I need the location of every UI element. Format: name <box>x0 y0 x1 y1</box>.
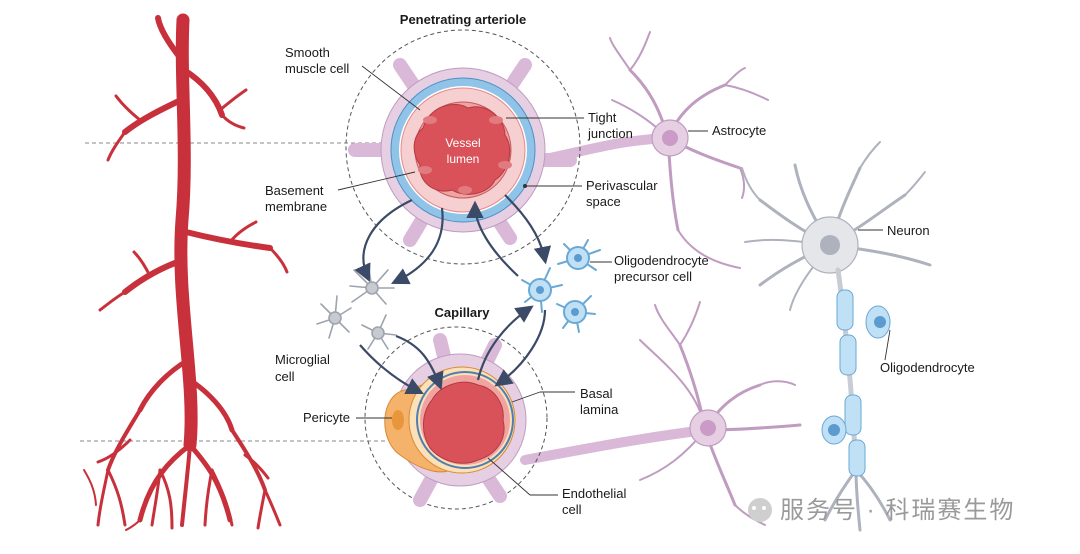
artery-tree <box>83 13 289 531</box>
oligodendrocyte-label: Oligodendrocyte <box>880 360 975 375</box>
tight-junction-label-2: junction <box>587 126 633 141</box>
perivascular-label-1: Perivascular <box>586 178 658 193</box>
smooth-muscle-label-2: muscle cell <box>285 61 349 76</box>
vessel-lumen-label-1: Vessel <box>445 136 480 150</box>
opc-label-1: Oligodendrocyte <box>614 253 709 268</box>
astrocyte-upper <box>535 31 769 269</box>
perivascular-label-2: space <box>586 194 621 209</box>
opc-label-2: precursor cell <box>614 269 692 284</box>
watermark-text: 服务号 · 科瑞赛生物 <box>780 497 1015 524</box>
capillary-cross-section <box>364 326 548 510</box>
vessel-lumen-label-2: lumen <box>447 152 480 166</box>
microglial-label-2: cell <box>275 369 295 384</box>
astrocyte-label: Astrocyte <box>712 123 766 138</box>
microglial-label-1: Microglial <box>275 352 330 367</box>
watermark: 服务号 · 科瑞赛生物 <box>748 497 1015 524</box>
basal-lamina-label-1: Basal <box>580 386 613 401</box>
interaction-arrows <box>354 194 552 394</box>
capillary-title: Capillary <box>435 305 491 320</box>
pericyte-label: Pericyte <box>303 410 350 425</box>
tight-junction-label-1: Tight <box>588 110 617 125</box>
smooth-muscle-label-1: Smooth <box>285 45 330 60</box>
arteriole-cross-section <box>345 29 581 265</box>
astrocyte-lower <box>520 301 802 526</box>
basement-membrane-label-2: membrane <box>265 199 327 214</box>
neuron-label: Neuron <box>887 223 930 238</box>
arteriole-title: Penetrating arteriole <box>400 12 526 27</box>
oligodendrocyte-cells <box>821 289 891 477</box>
neuron-cell <box>741 141 932 532</box>
opc-cells <box>521 239 601 333</box>
microglia-cells <box>316 263 397 350</box>
basal-lamina-label-2: lamina <box>580 402 619 417</box>
basement-membrane-label-1: Basement <box>265 183 324 198</box>
endothelial-label-1: Endothelial <box>562 486 626 501</box>
endothelial-label-2: cell <box>562 502 582 517</box>
